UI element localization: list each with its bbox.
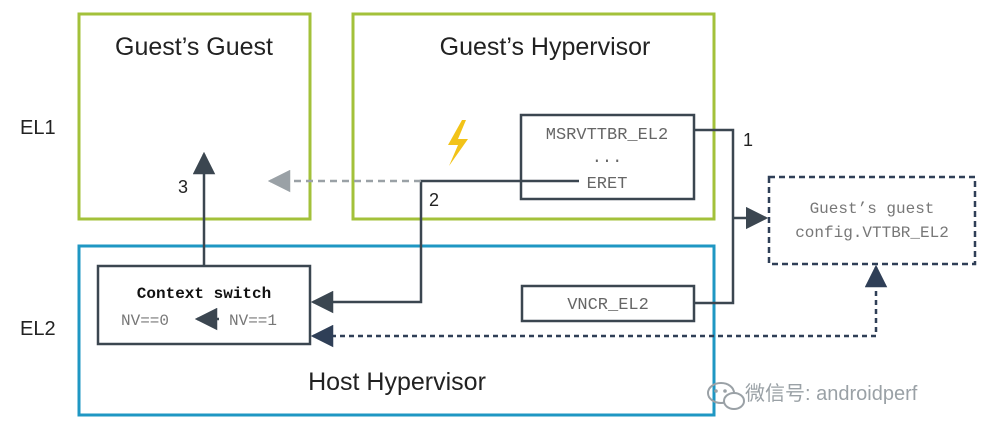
msrvttbr-label: MSRVTTBR_EL2 — [546, 126, 668, 145]
guest-hypervisor-title: Guest’s Hypervisor — [440, 33, 651, 61]
watermark-text: 微信号: androidperf — [745, 382, 918, 405]
lightning-icon — [448, 120, 468, 166]
eret-label: ERET — [587, 175, 628, 194]
vncr-label: VNCR_EL2 — [567, 296, 649, 315]
guest-guest-title: Guest’s Guest — [115, 33, 273, 61]
context-switch-box — [96, 264, 312, 346]
host-hypervisor-title: Host Hypervisor — [308, 368, 486, 396]
el2-label: EL2 — [20, 318, 56, 340]
guest-config-line2: config.VTTBR_EL2 — [795, 224, 949, 242]
step-2-label: 2 — [429, 190, 439, 210]
nv0-label: NV==0 — [121, 312, 169, 330]
register-ellipsis: ... — [592, 149, 623, 168]
context-switch-title: Context switch — [137, 285, 271, 303]
nv1-label: NV==1 — [229, 312, 277, 330]
guest-hypervisor-box — [351, 12, 716, 221]
dashed-context-config-arrow — [310, 264, 888, 348]
arrow-1-from-msrvttbr — [694, 128, 735, 218]
step-1-label: 1 — [743, 130, 753, 150]
guest-config-line1: Guest’s guest — [810, 200, 935, 218]
guest-guest-box — [77, 12, 312, 221]
wechat-icon — [707, 382, 745, 410]
guest-config-box — [767, 175, 977, 266]
el1-label: EL1 — [20, 117, 56, 139]
watermark: 微信号: androidperf — [707, 382, 918, 410]
msrvttbr-register-box — [519, 113, 696, 201]
step-3-label: 3 — [178, 177, 188, 197]
